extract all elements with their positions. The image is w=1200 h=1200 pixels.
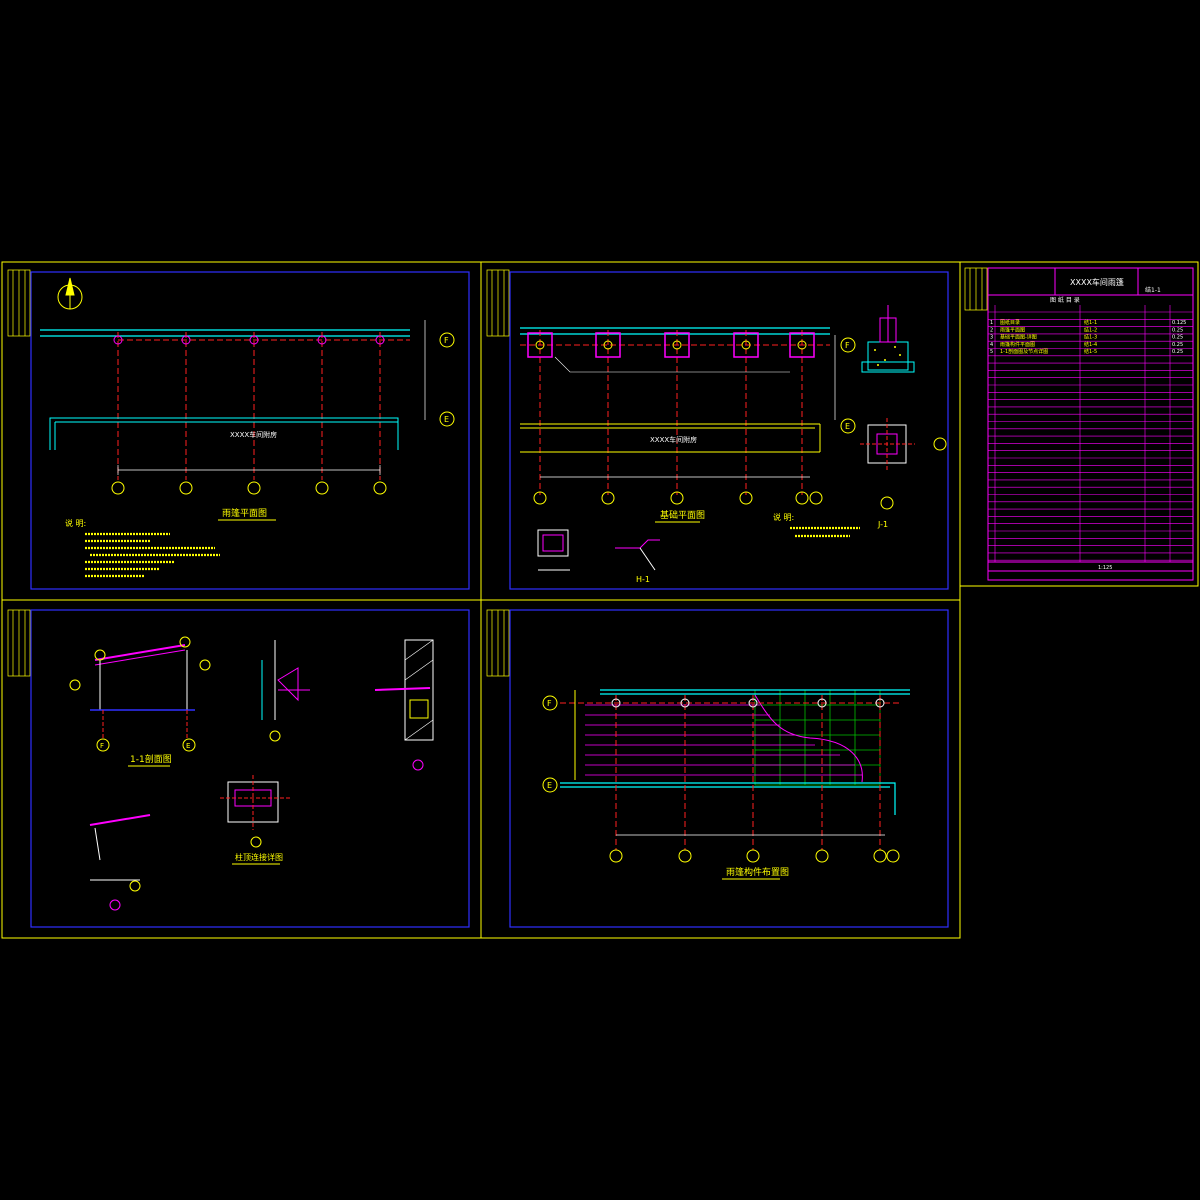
axis-f-label: F <box>444 336 449 345</box>
sheet3-detail-title: 柱顶连接详图 <box>235 852 283 862</box>
project-title: XXXX车间雨篷 <box>1070 277 1124 287</box>
index-cell-name: 图纸目录 <box>1000 319 1020 326</box>
sheet3-section-details: F E 1-1剖面图 柱顶连接详图 <box>69 636 434 911</box>
index-cell-name: 雨篷平面图 <box>1000 326 1025 333</box>
column-connection-detail <box>220 775 290 848</box>
index-cell-code: 结1-5 <box>1084 348 1097 355</box>
sheet3-section-title: 1-1剖面图 <box>130 753 172 765</box>
sheet2-title: 基础平面图 <box>660 509 705 521</box>
axis-e-label: E <box>186 742 190 750</box>
anchor-detail <box>615 539 660 571</box>
sheet-code: 结1-1 <box>1145 286 1161 294</box>
axis-f-label: F <box>845 341 850 350</box>
drawing-index-table: XXXX车间雨篷 结1-1 图 纸 目 录 1 图纸目录 结1-1 0.125 2 雨篷平… <box>987 267 1194 581</box>
index-cell-scale: 0.25 <box>1172 335 1183 341</box>
sheet2-foundation-plan: XXXX车间附房 F E 基础平面图 <box>520 305 947 584</box>
index-cell-scale: 0.25 <box>1172 342 1183 348</box>
index-cell-name: 雨篷构件平面图 <box>1000 341 1035 348</box>
detail-3 <box>89 814 151 911</box>
section-h-label: H-1 <box>636 575 650 584</box>
index-cell-code: 结1-4 <box>1084 341 1097 348</box>
sheet2-building-label: XXXX车间附房 <box>650 435 697 444</box>
sheet1-canopy-plan: XXXX车间附房 F E 雨篷平面图 说 明: <box>40 277 455 578</box>
sheet1-title: 雨篷平面图 <box>222 507 267 519</box>
footing-plan-detail <box>860 418 947 510</box>
north-arrow-icon <box>57 277 83 310</box>
index-cell-no: 1 <box>990 320 993 326</box>
axis-f-label: F <box>100 742 104 750</box>
index-cell-scale: 0.25 <box>1172 327 1183 333</box>
sheet4-member-layout: F E 雨篷构件布置图 <box>542 689 910 880</box>
binding-strips <box>7 267 988 677</box>
index-cell-scale: 0.25 <box>1172 349 1183 355</box>
index-cell-name: 1-1剖面图及节点详图 <box>1000 348 1048 355</box>
index-cell-name: 基础平面图-详图 <box>1000 334 1037 341</box>
sheet2-notes-heading: 说 明: <box>773 512 794 522</box>
index-cell-code: 结1-2 <box>1084 326 1097 333</box>
detail-2 <box>374 639 434 771</box>
index-cell-no: 4 <box>990 342 993 348</box>
inner-frames <box>30 271 949 928</box>
pedestal-plan-detail <box>537 529 570 571</box>
axis-e-label: E <box>845 422 850 431</box>
sheet1-building-label: XXXX车间附房 <box>230 430 277 439</box>
sheet1-notes-heading: 说 明: <box>65 518 86 528</box>
section-j-label: J-1 <box>877 520 888 529</box>
index-scale: 1:125 <box>1098 565 1112 571</box>
axis-e-label: E <box>444 415 449 424</box>
sheet1-notes-lines <box>85 532 220 578</box>
index-cell-no: 3 <box>990 335 993 341</box>
axis-f-label: F <box>547 699 552 708</box>
sheet4-title: 雨篷构件布置图 <box>726 866 789 878</box>
sheet-borders <box>1 261 1199 939</box>
index-cell-no: 5 <box>990 349 993 355</box>
index-cell-scale: 0.125 <box>1172 320 1186 326</box>
detail-1 <box>261 640 310 742</box>
index-row-lines <box>988 311 1193 561</box>
index-cell-code: 结1-3 <box>1084 334 1097 341</box>
index-cell-code: 结1-1 <box>1084 319 1097 326</box>
index-header: 图 纸 目 录 <box>1050 296 1080 304</box>
footing-section-detail <box>861 305 915 373</box>
index-cell-no: 2 <box>990 327 993 333</box>
axis-e-label: E <box>547 781 552 790</box>
